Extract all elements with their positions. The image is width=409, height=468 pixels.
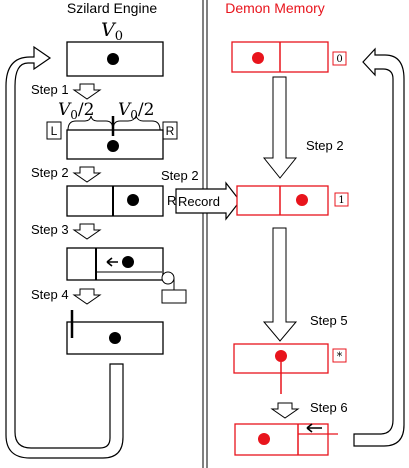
memory-register-reset bbox=[234, 423, 338, 456]
step-4-arrow-icon bbox=[72, 288, 102, 305]
brace-left bbox=[67, 115, 114, 131]
half-volume-right: V0/2 bbox=[118, 100, 154, 122]
step-2-arrow-icon bbox=[72, 166, 102, 183]
step-2-right-label: Step 2 bbox=[306, 138, 344, 153]
memory-loop-arrow-icon bbox=[353, 47, 405, 447]
left-compartment-tag: L bbox=[46, 121, 62, 140]
engine-box-partitioned bbox=[66, 116, 164, 160]
step-2-record-label: Step 2 bbox=[161, 168, 199, 183]
particle-dot bbox=[109, 332, 121, 344]
memory-register-erased: * bbox=[233, 343, 347, 394]
engine-box-initial bbox=[66, 41, 164, 77]
step-6-arrow-icon bbox=[270, 402, 300, 419]
right-compartment-tag: R bbox=[162, 121, 178, 140]
partition-half-labels: V0/2 V0/2 bbox=[58, 100, 161, 131]
memory-state-label: * bbox=[337, 350, 343, 363]
left-compartment-letter: L bbox=[51, 124, 58, 138]
engine-box-expansion bbox=[66, 247, 164, 281]
memory-down-arrow-1-icon bbox=[262, 76, 298, 179]
step-4-label: Step 4 bbox=[31, 287, 69, 302]
left-panel-title: Szilard Engine bbox=[67, 0, 157, 16]
engine-loop-arrow-icon bbox=[5, 45, 124, 459]
step-1-arrow-icon bbox=[72, 83, 102, 100]
record-arrow-label: Record bbox=[178, 194, 220, 209]
memory-bit-dot bbox=[296, 194, 308, 206]
step-6-label: Step 6 bbox=[310, 400, 348, 415]
step-1-label: Step 1 bbox=[31, 82, 69, 97]
pulley-weight-icon bbox=[161, 271, 187, 304]
step-2-label: Step 2 bbox=[31, 165, 69, 180]
half-volume-left: V0/2 bbox=[58, 100, 94, 122]
engine-box-reset bbox=[66, 310, 164, 355]
memory-reset-arrow-icon bbox=[306, 423, 322, 433]
step-3-arrow-icon bbox=[72, 223, 102, 240]
step-5-label: Step 5 bbox=[310, 313, 348, 328]
particle-dot bbox=[107, 53, 119, 65]
brace-right bbox=[112, 114, 161, 131]
particle-dot bbox=[122, 256, 134, 268]
memory-down-arrow-2-icon bbox=[262, 227, 298, 342]
piston-direction-arrow-icon bbox=[106, 257, 118, 267]
volume-label-v0: V0 bbox=[101, 19, 123, 44]
memory-bit-dot bbox=[252, 52, 264, 64]
memory-bit-dot bbox=[258, 433, 270, 445]
panel-divider bbox=[202, 0, 208, 468]
particle-dot bbox=[107, 140, 119, 152]
memory-state-label: 1 bbox=[338, 195, 344, 206]
memory-register-zero: 0 bbox=[231, 41, 347, 73]
engine-box-measured: R bbox=[66, 185, 176, 217]
record-arrow-icon: Record bbox=[175, 181, 241, 221]
memory-state-label: 0 bbox=[336, 54, 342, 65]
right-panel-title: Demon Memory bbox=[225, 0, 325, 16]
measurement-result-label: R bbox=[167, 193, 176, 208]
particle-dot bbox=[127, 194, 139, 206]
memory-bit-dot bbox=[275, 350, 287, 362]
right-compartment-letter: R bbox=[166, 124, 175, 138]
memory-register-one: 1 bbox=[236, 185, 349, 216]
step-3-label: Step 3 bbox=[31, 222, 69, 237]
